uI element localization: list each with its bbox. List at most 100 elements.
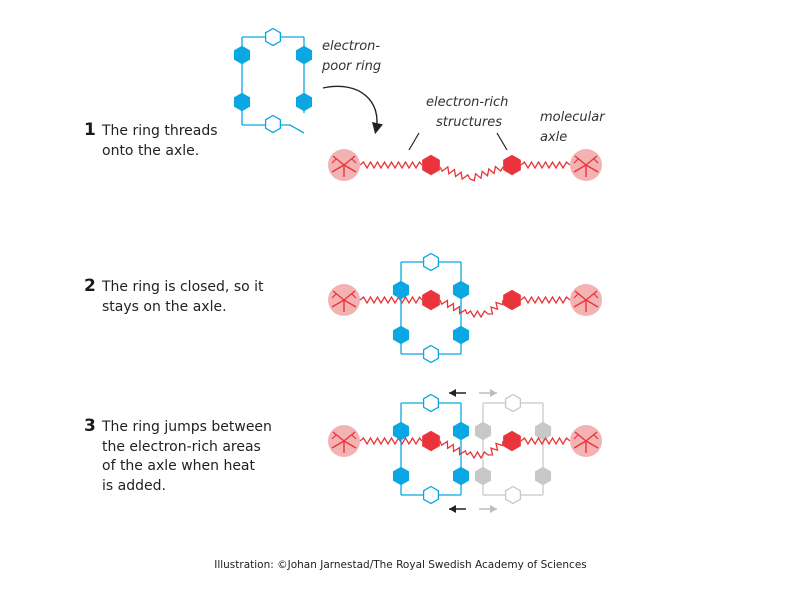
arrow-left-top-icon-head xyxy=(449,389,456,397)
step2-ring-hollow-bottom xyxy=(422,344,440,364)
pointer-line-right xyxy=(496,132,508,151)
step3-ghost-ring-hex-left-bottom xyxy=(474,466,492,486)
axle-step2-chain-mid-flat xyxy=(466,309,489,319)
axle-step1-stopper-right-branch-1 xyxy=(585,155,598,166)
axle-step1-stopper-right-branch-0 xyxy=(574,155,587,166)
axle-step3-chain-right xyxy=(520,436,571,446)
arrow-right-top-icon-head xyxy=(490,389,497,397)
label-electron-rich-line1: electron-rich xyxy=(426,95,508,110)
label-molecular-axle-line2: axle xyxy=(540,130,567,145)
step2-ring-hex-left-bottom xyxy=(392,325,410,345)
axle-step1-stopper-right xyxy=(570,149,602,181)
label-electron-poor-ring-line1: electron- xyxy=(322,39,380,54)
arrow-left-bottom-icon-head xyxy=(449,505,456,513)
illustration-credit: Illustration: ©Johan Jarnestad/The Royal… xyxy=(214,559,587,571)
axle-step3-stopper-left-branch-2 xyxy=(331,440,345,449)
step-3-text: The ring jumps between the electron-rich… xyxy=(102,419,272,494)
axle-step3-stopper-left-branch-1 xyxy=(343,431,356,442)
axle-step3-stopper-right-twig-b xyxy=(593,434,599,440)
axle-step2-stopper-right-branch-3 xyxy=(585,299,599,308)
axle-step1-stopper-left-twig-a xyxy=(331,158,337,164)
axle-step3-stopper-right-branch-1 xyxy=(585,431,598,442)
axle-step3-electron-rich-hex-left xyxy=(422,430,440,452)
step3-ring-hollow-bottom xyxy=(422,485,440,505)
axle-step1-stopper-left-branch-0 xyxy=(332,155,345,166)
axle-step3-chain-mid-flat xyxy=(466,450,489,460)
axle-step3-stopper-right-branch-3 xyxy=(585,440,599,449)
axle-step3-chain-left xyxy=(359,436,423,446)
step3-ring-back xyxy=(401,393,470,505)
axle-step1-electron-rich-hex-right xyxy=(503,154,521,176)
axle-step1-chain-left xyxy=(359,160,423,170)
axle-step1-stopper-left-branch-3 xyxy=(343,164,357,173)
axle-step3-chain-mid-b xyxy=(487,440,504,456)
axle-step3-stopper-left-branch-0 xyxy=(332,431,345,442)
axle-step2-stopper-right-branch-1 xyxy=(585,290,598,301)
curved-arrow-icon xyxy=(322,85,383,135)
axle-step2-stopper-left-branch-3 xyxy=(343,299,357,308)
open-ring-hollow-top xyxy=(264,27,282,47)
step2-ring-hex-right-top xyxy=(452,280,470,300)
step2-ring-front xyxy=(392,262,410,354)
axle-step1-chain-mid-b xyxy=(469,165,504,182)
step3-ghost-ring-hex-left-top xyxy=(474,421,492,441)
axle-step2-chain-mid-b xyxy=(487,299,504,315)
axle-step3-stopper-right xyxy=(570,425,602,457)
axle-step3-electron-rich-hex-right xyxy=(503,430,521,452)
open-ring-open-end xyxy=(281,124,305,134)
step3-ring-hex-right-top xyxy=(452,421,470,441)
step2-ring-hollow-top xyxy=(422,252,440,272)
axle-step2-electron-rich-hex-left xyxy=(422,289,440,311)
axle-step2-stopper-right-branch-2 xyxy=(573,299,587,308)
step-2-number: 2 xyxy=(84,276,96,296)
axle-step1-stopper-left-branch-1 xyxy=(343,155,356,166)
step2-ring-hex-left-top xyxy=(392,280,410,300)
step-1-text: The ring threads onto the axle. xyxy=(102,123,218,159)
axle-step2-stopper-right-twig-a xyxy=(573,293,579,299)
axle-step3-stopper-left xyxy=(328,425,360,457)
axle-step1-chain-right xyxy=(520,160,571,170)
axle-step1-stopper-right-twig-a xyxy=(573,158,579,164)
arrow-right-bottom-icon xyxy=(479,505,497,513)
step3-ring-hollow-top xyxy=(422,393,440,413)
step3-ghost-ring-hollow-bottom xyxy=(504,485,522,505)
step3-ghost-ring-hex-right-bottom xyxy=(534,466,552,486)
arrow-left-bottom-icon xyxy=(449,505,466,513)
axle-step3-chain-mid-a xyxy=(439,440,468,456)
arrow-left-top-icon xyxy=(449,389,466,397)
step3-ghost-ring-hex-right-top xyxy=(534,421,552,441)
axle-step2-stopper-left-twig-a xyxy=(331,293,337,299)
arrow-right-bottom-icon-head xyxy=(490,505,497,513)
axle-step2-chain-right xyxy=(520,295,571,305)
axle-step3-stopper-right-branch-2 xyxy=(573,440,587,449)
axle-step1-stopper-right-twig-b xyxy=(593,158,599,164)
step2-ring-hex-right-bottom xyxy=(452,325,470,345)
label-molecular-axle-line1: molecular xyxy=(540,110,606,125)
axle-step2-chain-mid-a xyxy=(439,299,468,315)
axle-step3-stopper-right-twig-a xyxy=(573,434,579,440)
axle-step2-stopper-left-branch-0 xyxy=(332,290,345,301)
arrow-right-top-icon xyxy=(479,389,497,397)
axle-step2-stopper-left-branch-1 xyxy=(343,290,356,301)
open-ring-hex-right-bottom xyxy=(295,92,313,112)
step-2-text: The ring is closed, so it stays on the a… xyxy=(102,279,264,315)
axle-step2-stopper-right-twig-b xyxy=(593,293,599,299)
step3-ring-front xyxy=(392,403,410,495)
step2-ring-back xyxy=(401,252,470,364)
open-ring xyxy=(233,27,313,134)
axle-step1-stopper-left-branch-2 xyxy=(331,164,345,173)
axle-step3-stopper-left-branch-3 xyxy=(343,440,357,449)
open-ring-hex-right-top xyxy=(295,45,313,65)
step-1-number: 1 xyxy=(84,120,96,140)
axle-step3-stopper-left-twig-b xyxy=(351,434,357,440)
axle-step2-stopper-left-twig-b xyxy=(351,293,357,299)
axle-step2-stopper-left-branch-2 xyxy=(331,299,345,308)
label-electron-rich-line2: structures xyxy=(436,115,502,130)
axle-step2-stopper-left xyxy=(328,284,360,316)
open-ring-hex-left-bottom xyxy=(233,92,251,112)
step3-ring-hex-right-bottom xyxy=(452,466,470,486)
axle-step1-stopper-left-twig-b xyxy=(351,158,357,164)
open-ring-hollow-bottom xyxy=(264,114,282,134)
step3-ghost-ring-back xyxy=(483,393,552,505)
